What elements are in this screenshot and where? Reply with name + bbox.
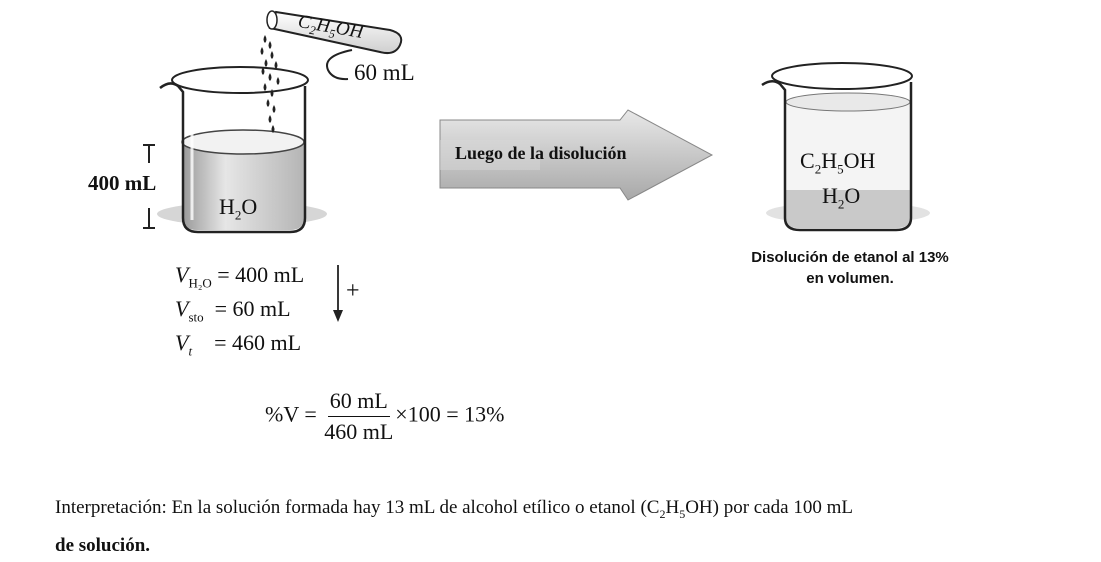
percent-formula: %V = 60 mL 460 mL ×100 = 13% xyxy=(265,386,504,447)
interpretation: Interpretación: En la solución formada h… xyxy=(55,492,1095,562)
drop xyxy=(260,47,264,55)
result-caption-line2: en volumen. xyxy=(806,270,894,287)
result-water-o: O xyxy=(844,183,861,208)
beaker-rim xyxy=(171,66,309,94)
volume-value: = 400 mL xyxy=(217,262,305,287)
result-ethanol-sub2: 5 xyxy=(837,161,844,177)
interpretation-h: H xyxy=(665,497,680,518)
water-formula-h: H xyxy=(219,194,235,219)
volume-row-water: VH₂O = 400 mL xyxy=(175,258,304,292)
solution-bottom xyxy=(785,190,910,228)
solution-beaker xyxy=(761,62,930,232)
solution-beaker-rim xyxy=(771,62,913,90)
volume-symbol: V xyxy=(175,296,189,321)
interpretation-line1: Interpretación: En la solución formada h… xyxy=(55,492,1095,530)
drop xyxy=(266,99,270,107)
volume-sub: sto xyxy=(188,309,204,325)
drop xyxy=(263,83,267,91)
drop xyxy=(271,125,275,133)
formula-numerator: 60 mL xyxy=(327,386,390,417)
drop xyxy=(264,59,268,67)
sum-sign: + xyxy=(346,278,360,304)
result-ethanol-h: H xyxy=(821,148,838,173)
result-water-sub: 2 xyxy=(837,196,845,212)
drop xyxy=(270,89,274,97)
formula-lhs: %V = xyxy=(265,401,317,427)
drop xyxy=(261,67,265,75)
process-arrow-band xyxy=(440,140,540,170)
result-water-h: H xyxy=(822,183,838,208)
water-formula-o: O xyxy=(241,194,258,219)
formula-fraction: 60 mL 460 mL xyxy=(322,386,395,447)
result-ethanol-c: C xyxy=(800,148,815,173)
drop xyxy=(268,73,272,81)
tube-formula-oh: OH xyxy=(334,17,365,44)
result-caption-line1: Disolución de etanol al 13% xyxy=(751,249,949,266)
drop xyxy=(268,115,272,123)
volume-symbol: V xyxy=(175,262,189,287)
solution-surface xyxy=(785,92,911,112)
water-beaker xyxy=(157,66,327,234)
interpretation-text: Interpretación: En la solución formada h… xyxy=(55,497,660,518)
drop xyxy=(272,105,276,113)
drop xyxy=(276,77,280,85)
volume-symbol: V xyxy=(175,330,189,355)
interpretation-text-end: OH) por cada 100 mL xyxy=(685,497,853,518)
volume-list: VH₂O = 400 mL Vsto = 60 mL Vt = 460 mL xyxy=(175,258,304,360)
test-tube-mouth xyxy=(266,10,278,30)
water-liquid xyxy=(183,140,304,230)
volume-sub: H₂O xyxy=(188,275,212,291)
result-ethanol-sub1: 2 xyxy=(814,161,822,177)
solution-beaker-outline xyxy=(761,80,913,232)
result-ethanol-oh: OH xyxy=(843,148,876,173)
volume-value: = 460 mL xyxy=(214,330,302,355)
interpretation-sub2: 5 xyxy=(679,506,686,521)
volume-value: = 60 mL xyxy=(214,296,291,321)
volume-pointer-line xyxy=(326,49,353,81)
water-surface xyxy=(181,129,305,155)
solution-liquid xyxy=(785,100,910,190)
drop xyxy=(274,61,278,69)
drop xyxy=(270,51,274,59)
result-caption: Disolución de etanol al 13% en volumen. xyxy=(700,247,1000,289)
formula-rhs: ×100 = 13% xyxy=(395,401,505,427)
result-formula-ethanol: C2H5OH xyxy=(800,148,875,177)
water-formula: H2O xyxy=(219,194,257,223)
volume-row-solute: Vsto = 60 mL xyxy=(175,292,304,326)
process-arrow xyxy=(439,109,714,201)
test-tube xyxy=(266,10,403,55)
interpretation-sub1: 2 xyxy=(659,506,666,521)
sum-arrow xyxy=(333,265,343,322)
volume-sub: t xyxy=(188,343,193,359)
drop xyxy=(268,41,272,49)
beaker-outline xyxy=(159,82,307,234)
formula-denominator: 460 mL xyxy=(324,419,394,444)
water-height-label: 400 mL xyxy=(88,171,157,195)
volume-row-total: Vt = 460 mL xyxy=(175,326,304,360)
arrow-label: Luego de la disolución xyxy=(455,143,627,163)
ethanol-drops xyxy=(260,35,280,133)
interpretation-line2: de solución. xyxy=(55,534,151,556)
height-bracket xyxy=(143,144,155,229)
drop xyxy=(263,35,267,43)
result-formula-water: H2O xyxy=(822,183,860,212)
water-formula-sub: 2 xyxy=(234,207,242,223)
test-tube-body xyxy=(268,10,403,55)
tube-volume-label: 60 mL xyxy=(354,60,415,85)
